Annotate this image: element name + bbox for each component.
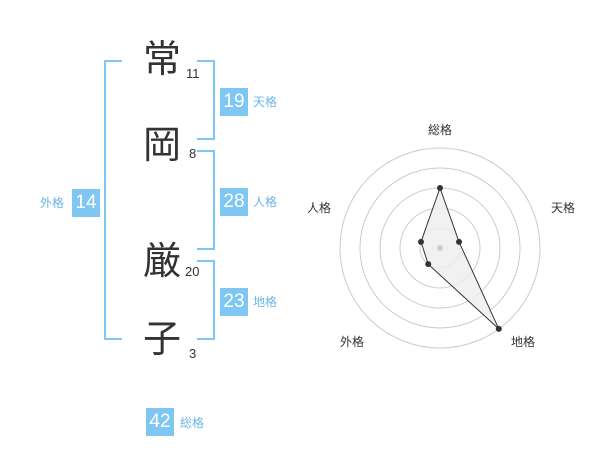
radar-ring [339, 147, 541, 349]
jinkaku-value: 28 [220, 188, 248, 216]
jinkaku-label: 人格 [253, 195, 278, 209]
radar-point-soukaku [437, 185, 443, 191]
gaikaku-bracket [104, 60, 122, 340]
radar-center [437, 245, 443, 251]
name-char-3: 厳 [143, 239, 182, 283]
radar-label-tenkaku: 天格 [551, 201, 576, 215]
radar-ring [379, 187, 501, 309]
name-char-2: 岡 [143, 123, 182, 167]
name-char-4: 子 [143, 317, 182, 361]
radar-label-gaikaku: 外格 [340, 335, 365, 349]
tenkaku-value: 19 [220, 88, 248, 116]
chikaku-value: 23 [220, 288, 248, 316]
chikaku-bracket [197, 260, 215, 340]
radar-point-chikaku [495, 325, 502, 332]
radar-point-tenkaku [456, 238, 463, 245]
soukaku-label: 総格 [180, 416, 205, 430]
chikaku-label: 地格 [253, 295, 278, 309]
stroke-count-3: 20 [185, 264, 200, 279]
radar-ring [359, 167, 521, 329]
stroke-count-4: 3 [189, 346, 197, 361]
jinkaku-bracket [197, 150, 215, 250]
soukaku-value: 42 [146, 408, 174, 436]
tenkaku-bracket [197, 60, 215, 140]
gaikaku-label: 外格 [40, 196, 65, 210]
radar-point-jinkaku [417, 238, 424, 245]
stroke-count-1: 11 [186, 66, 200, 81]
radar-polygon [420, 186, 500, 330]
radar-label-soukaku: 総格 [428, 123, 453, 137]
radar-ring [419, 227, 461, 269]
gaikaku-value: 14 [72, 189, 100, 217]
radar-point-gaikaku [425, 261, 432, 268]
stroke-count-2: 8 [189, 146, 197, 161]
name-char-1: 常 [143, 37, 182, 81]
tenkaku-label: 天格 [253, 95, 278, 109]
radar-ring [399, 207, 481, 289]
radar-label-jinkaku: 人格 [307, 201, 332, 215]
radar-label-chikaku: 地格 [511, 335, 536, 349]
